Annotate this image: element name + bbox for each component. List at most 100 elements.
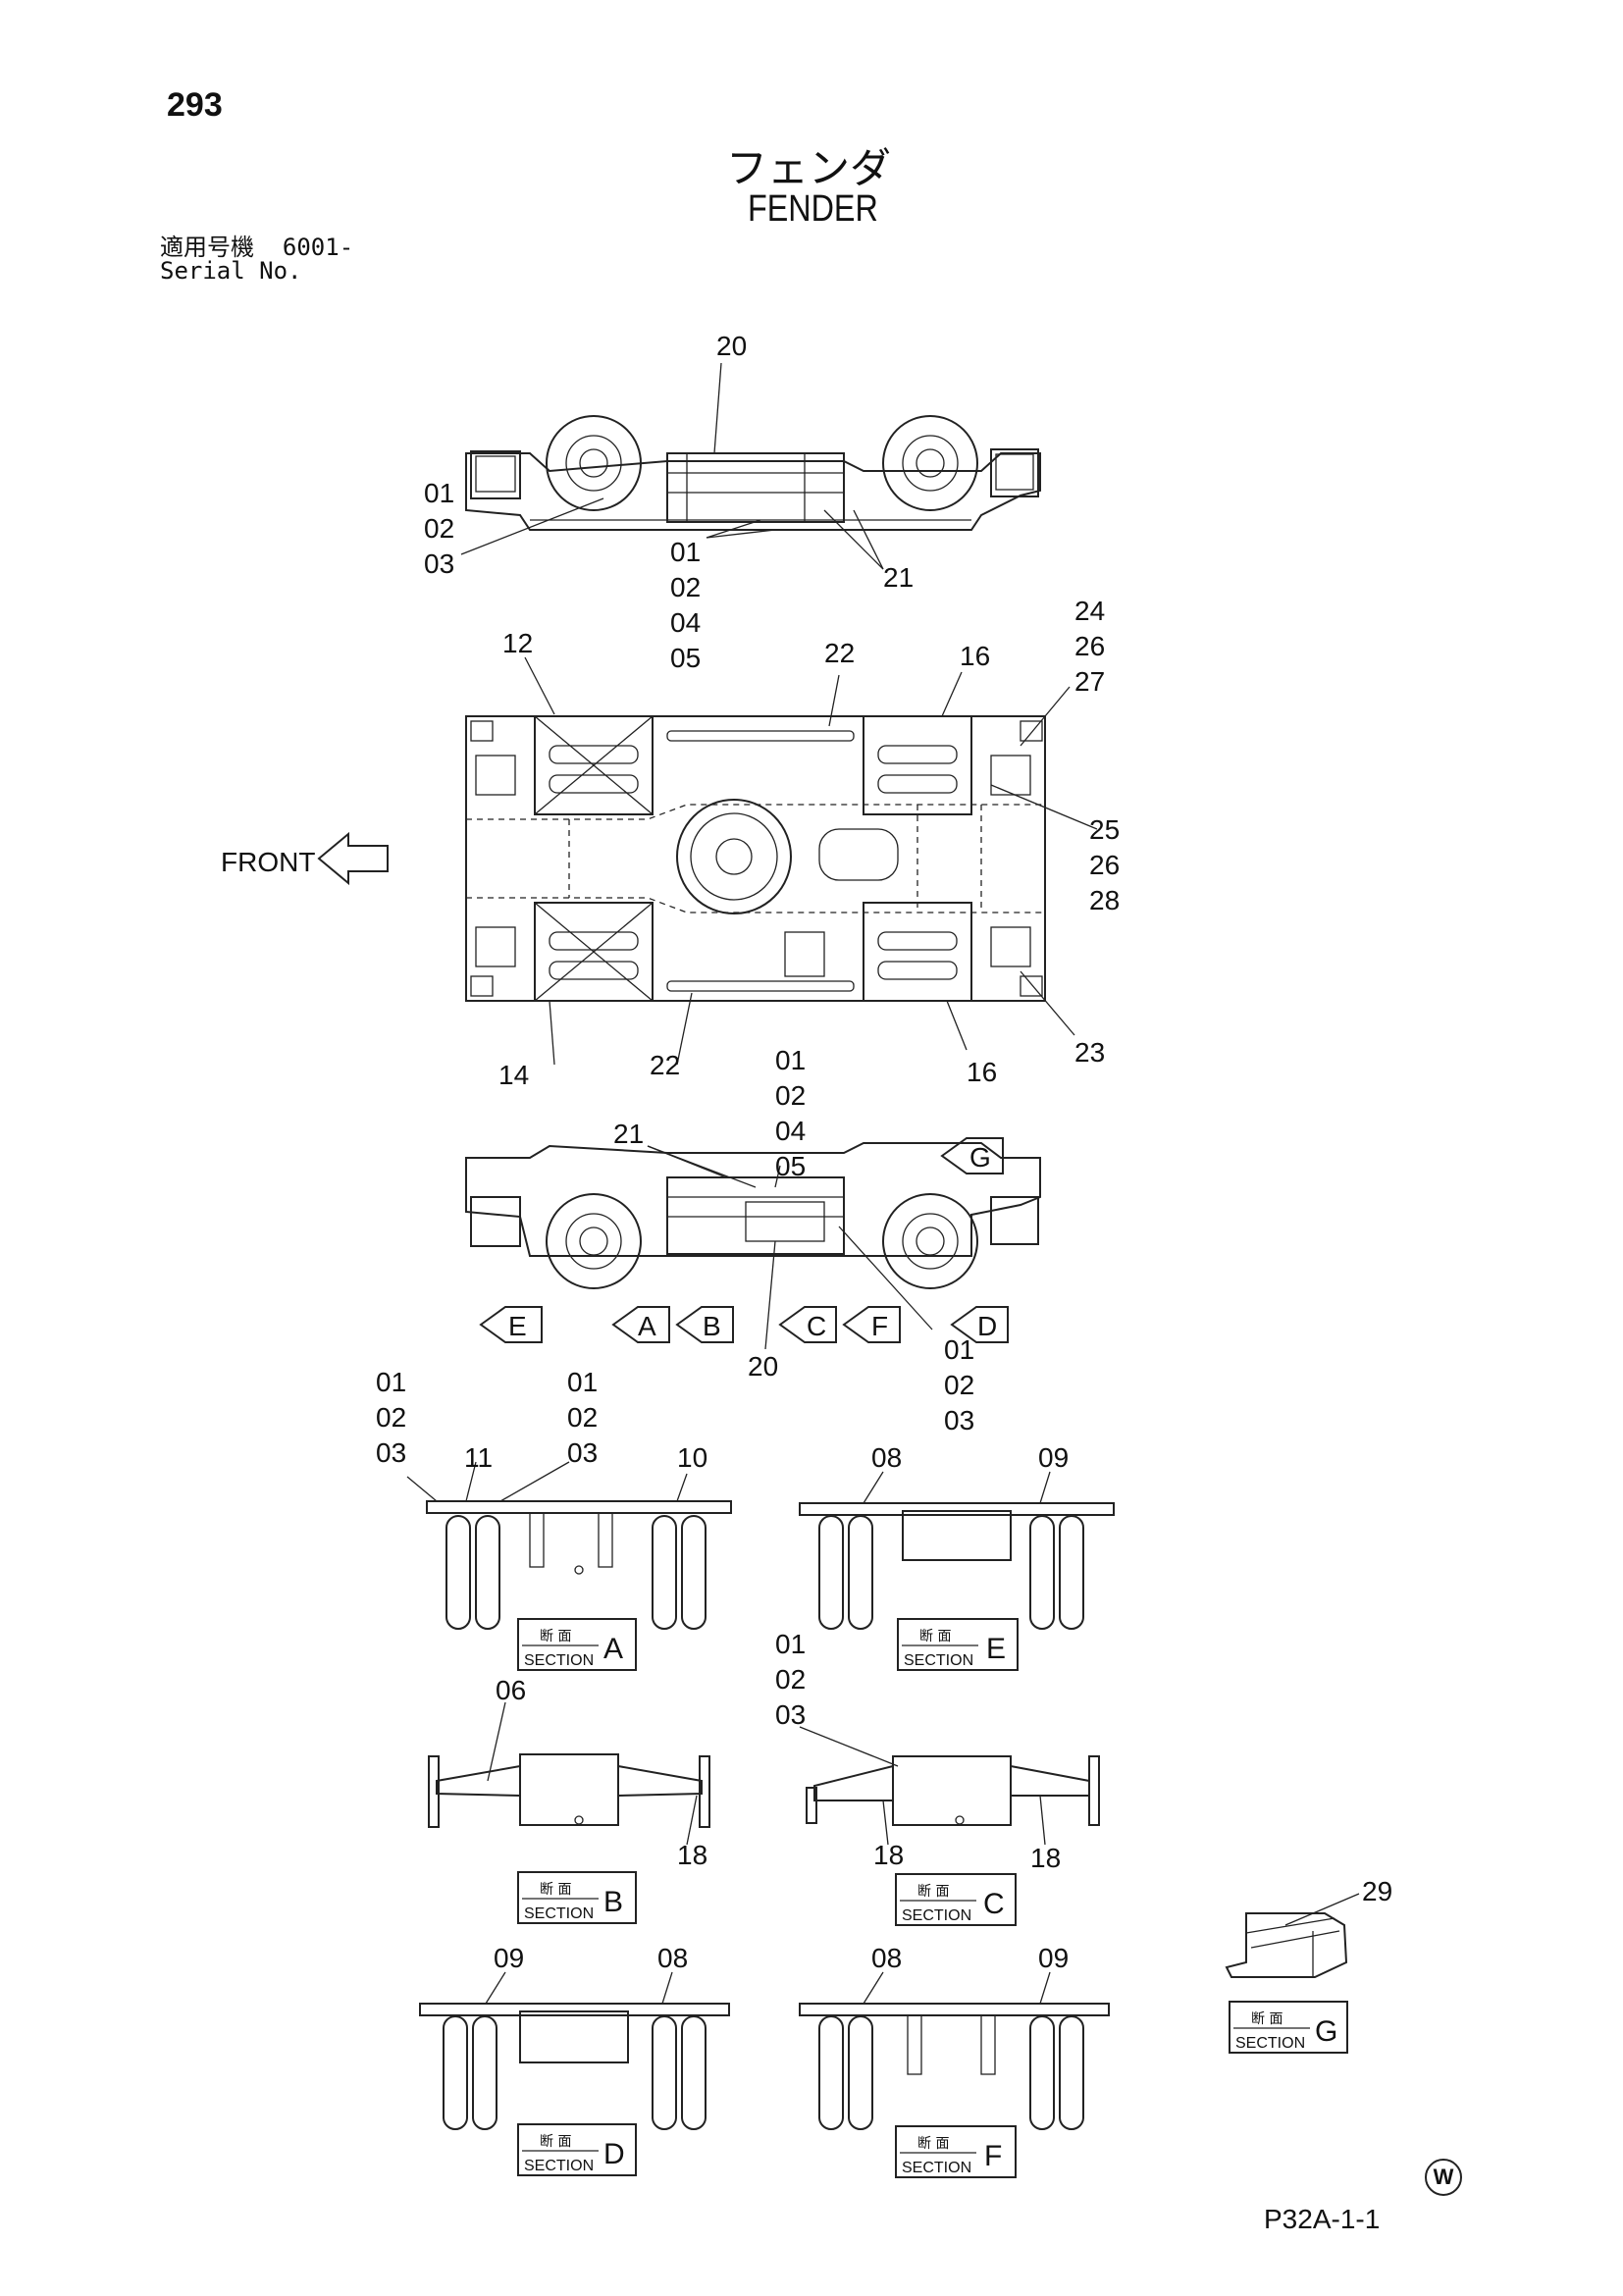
section-label-d: 断 面 SECTION D xyxy=(517,2123,637,2176)
section-label-e: 断 面 SECTION E xyxy=(897,1618,1019,1671)
section-a-en: SECTION xyxy=(524,1652,594,1669)
view-arrow-g: G xyxy=(940,1137,1004,1174)
section-g-letter: G xyxy=(1315,2015,1337,2048)
title-japanese: フェンダ xyxy=(726,144,892,192)
section-c-letter: C xyxy=(983,1888,1005,1920)
section-d-jp: 断 面 xyxy=(540,2134,571,2150)
section-label-b: 断 面 SECTION B xyxy=(517,1871,637,1924)
view-arrow-e-letter: E xyxy=(508,1311,527,1341)
callout-27: 27 xyxy=(1074,666,1105,697)
section-c-jp: 断 面 xyxy=(917,1884,949,1900)
callout-01-side-b: 01 xyxy=(944,1334,974,1365)
view-arrow-b-letter: B xyxy=(703,1311,721,1341)
callout-12: 12 xyxy=(502,628,533,658)
section-g-drawing xyxy=(1225,1893,1360,1978)
callout-06: 06 xyxy=(496,1675,526,1705)
view-arrow-e: E xyxy=(479,1306,543,1343)
section-c-en: SECTION xyxy=(902,1907,971,1924)
serial-block: 適用号機 6001- Serial No. xyxy=(160,235,353,283)
title-english: FENDER xyxy=(748,188,878,230)
plan-view xyxy=(465,656,1098,1066)
serial-label-en: Serial No. xyxy=(160,257,302,285)
callout-02-top-b: 02 xyxy=(670,572,701,602)
front-label: FRONT xyxy=(221,847,315,877)
view-arrow-a: A xyxy=(611,1306,670,1343)
callout-22-bottom: 22 xyxy=(650,1050,680,1080)
callout-14: 14 xyxy=(498,1060,529,1090)
callout-28: 28 xyxy=(1089,885,1120,915)
callout-18-sc-b: 18 xyxy=(1030,1843,1061,1873)
serial-value: 6001- xyxy=(282,234,354,261)
section-e-jp: 断 面 xyxy=(919,1629,951,1644)
section-a-drawing xyxy=(406,1461,732,1630)
section-b-en: SECTION xyxy=(524,1905,594,1922)
callout-21-side: 21 xyxy=(613,1119,644,1149)
callout-02-sc: 02 xyxy=(775,1664,806,1695)
callout-21-top: 21 xyxy=(883,562,914,593)
view-arrow-a-letter: A xyxy=(638,1311,656,1341)
callout-09-sd: 09 xyxy=(494,1943,524,1973)
callout-29: 29 xyxy=(1362,1876,1392,1906)
page-number: 293 xyxy=(167,86,223,124)
callout-03-top: 03 xyxy=(424,548,454,579)
callout-22-top: 22 xyxy=(824,638,855,668)
section-b-letter: B xyxy=(603,1886,623,1918)
section-e-en: SECTION xyxy=(904,1652,973,1669)
callout-08-sf: 08 xyxy=(871,1943,902,1973)
section-b-jp: 断 面 xyxy=(540,1882,571,1898)
section-d-letter: D xyxy=(603,2138,625,2170)
section-g-jp: 断 面 xyxy=(1251,2011,1283,2027)
callout-09-se: 09 xyxy=(1038,1442,1069,1473)
section-label-f: 断 面 SECTION F xyxy=(895,2125,1017,2178)
bottom-side-view xyxy=(465,1142,1041,1350)
section-a-letter: A xyxy=(603,1633,623,1665)
callout-16-bottom: 16 xyxy=(967,1057,997,1087)
section-a-jp: 断 面 xyxy=(540,1629,571,1644)
top-side-view xyxy=(460,362,1041,570)
section-f-en: SECTION xyxy=(902,2160,971,2176)
section-label-c: 断 面 SECTION C xyxy=(895,1873,1017,1926)
callout-01-sa-b: 01 xyxy=(567,1367,598,1397)
callout-25: 25 xyxy=(1089,814,1120,845)
callout-20-top: 20 xyxy=(716,331,747,361)
view-arrow-d: D xyxy=(950,1306,1009,1343)
view-arrow-c-letter: C xyxy=(807,1311,826,1341)
callout-02-sa-b: 02 xyxy=(567,1402,598,1433)
w-mark-icon: W xyxy=(1425,2159,1462,2196)
view-arrow-g-letter: G xyxy=(969,1142,991,1173)
callout-18-sb: 18 xyxy=(677,1840,707,1870)
callout-10: 10 xyxy=(677,1442,707,1473)
front-arrow-icon xyxy=(317,831,389,886)
section-d-drawing xyxy=(419,1971,730,2130)
callout-08-sd: 08 xyxy=(657,1943,688,1973)
view-arrow-b: B xyxy=(675,1306,734,1343)
callout-03-sa-b: 03 xyxy=(567,1437,598,1468)
section-e-letter: E xyxy=(986,1633,1006,1665)
callout-08-se: 08 xyxy=(871,1442,902,1473)
callout-01-sa: 01 xyxy=(376,1367,406,1397)
section-f-jp: 断 面 xyxy=(917,2136,949,2152)
callout-04-top-b: 04 xyxy=(670,607,701,638)
callout-02-top: 02 xyxy=(424,513,454,544)
section-f-drawing xyxy=(799,1971,1110,2130)
view-arrow-f: F xyxy=(842,1306,901,1343)
callout-05-top-b: 05 xyxy=(670,643,701,673)
section-f-letter: F xyxy=(984,2140,1002,2172)
callout-01-top-b: 01 xyxy=(670,537,701,567)
callout-04-side: 04 xyxy=(775,1116,806,1146)
callout-09-sf: 09 xyxy=(1038,1943,1069,1973)
callout-18-sc-a: 18 xyxy=(873,1840,904,1870)
section-b-drawing xyxy=(428,1701,710,1846)
callout-01-top: 01 xyxy=(424,478,454,508)
section-label-a: 断 面 SECTION A xyxy=(517,1618,637,1671)
callout-01-side: 01 xyxy=(775,1045,806,1075)
section-e-drawing xyxy=(799,1471,1115,1630)
callout-02-side-b: 02 xyxy=(944,1370,974,1400)
page-code: P32A-1-1 xyxy=(1264,2204,1381,2234)
callout-03-sa: 03 xyxy=(376,1437,406,1468)
callout-11: 11 xyxy=(464,1442,493,1473)
view-arrow-c: C xyxy=(778,1306,837,1343)
serial-label-jp: 適用号機 xyxy=(160,234,254,261)
view-arrow-d-letter: D xyxy=(977,1311,997,1341)
